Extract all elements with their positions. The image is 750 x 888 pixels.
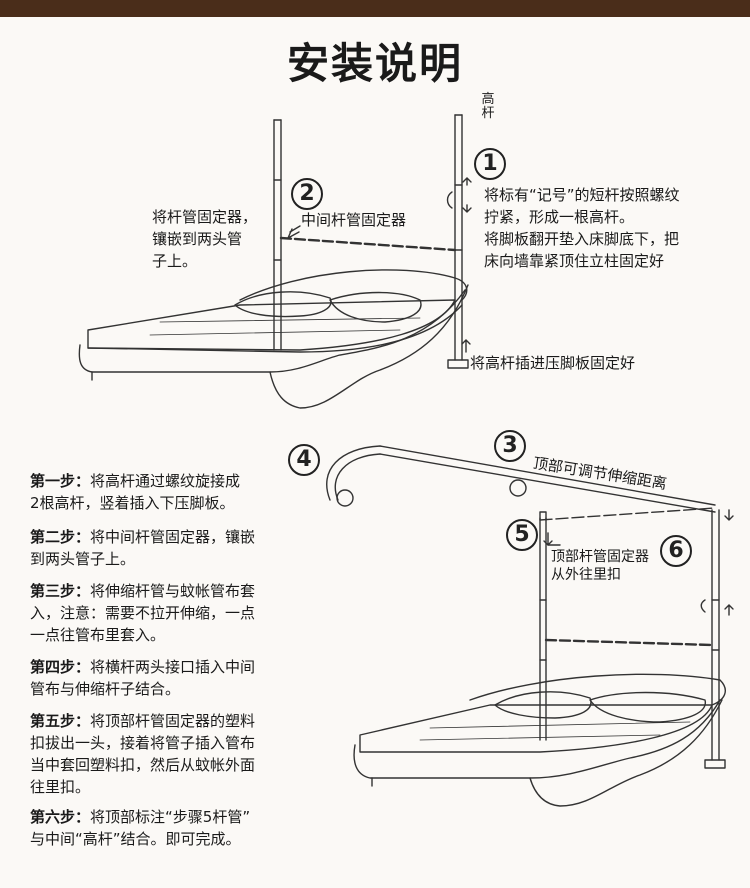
step-1-line-2: 2根高杆，竖着插入下压脚板。 <box>30 494 235 512</box>
step-number-2: 2 <box>291 178 323 210</box>
step-number-3: 3 <box>494 430 526 462</box>
step-1: 第一步：将高杆通过螺纹旋接成 2根高杆，竖着插入下压脚板。 <box>30 470 310 514</box>
step-5-line-1: 将顶部杆管固定器的塑料 <box>90 712 256 730</box>
footplate-note: 将高杆插进压脚板固定好 <box>470 354 636 372</box>
top-fixer-line-2: 从外往里扣 <box>551 567 621 583</box>
left-note-line-1: 将杆管固定器， <box>152 208 258 226</box>
top-bed-drawing <box>78 114 472 409</box>
step-number-4: 4 <box>288 444 320 476</box>
step-4-head: 第四步： <box>30 658 91 676</box>
right-note-line-1: 将标有“记号”的短杆按照螺纹 <box>484 186 680 204</box>
step-4-line-2: 管布与伸缩杆子结合。 <box>30 680 181 698</box>
page-title: 安装说明 <box>286 39 463 88</box>
left-note-line-3: 子上。 <box>152 252 198 270</box>
step-4: 第四步：将横杆两头接口插入中间 管布与伸缩杆子结合。 <box>30 656 310 700</box>
step-3-head: 第三步： <box>30 582 91 600</box>
step-2-line-2: 到两头管子上。 <box>30 550 136 568</box>
right-note-line-4: 床向墙靠紧顶住立柱固定好 <box>484 252 665 270</box>
left-note-line-2: 镶嵌到两头管 <box>152 230 243 248</box>
step-2: 第二步：将中间杆管固定器，镶嵌 到两头管子上。 <box>30 526 310 570</box>
right-note-line-2: 拧紧，形成一根高杆。 <box>484 208 635 226</box>
step-5-line-3: 当中套回塑料扣，然后从蚊帐外面 <box>30 756 256 774</box>
step-6: 第六步：将顶部标注“步骤5杆管” 与中间“高杆”结合。即可完成。 <box>30 806 310 850</box>
step-3-line-3: 一点往管布里套入。 <box>30 626 166 644</box>
step-number-1: 1 <box>474 148 506 180</box>
step-6-head: 第六步： <box>30 808 91 826</box>
middle-fixer-label: 中间杆管固定器 <box>301 211 407 229</box>
step-6-line-1: 将顶部标注“步骤5杆管” <box>90 808 251 826</box>
step-3: 第三步：将伸缩杆管与蚊帐管布套 入，注意：需要不拉开伸缩，一点 一点往管布里套入… <box>30 580 310 646</box>
step-3-line-2: 入，注意：需要不拉开伸缩，一点 <box>30 604 256 622</box>
step-2-line-1: 将中间杆管固定器，镶嵌 <box>90 528 256 546</box>
step-1-line-1: 将高杆通过螺纹旋接成 <box>90 472 241 490</box>
bottom-bed-drawing <box>326 445 734 807</box>
step-1-head: 第一步： <box>30 472 91 490</box>
step-number-6: 6 <box>660 535 692 567</box>
tall-pole-label: 高杆 <box>481 92 495 121</box>
step-5: 第五步：将顶部杆管固定器的塑料 扣拔出一头，接着将管子插入管布 当中套回塑料扣，… <box>30 710 310 798</box>
step-6-line-2: 与中间“高杆”结合。即可完成。 <box>30 830 241 848</box>
step-5-head: 第五步： <box>30 712 91 730</box>
top-header-bar <box>0 0 750 17</box>
top-fixer-line-1: 顶部杆管固定器 <box>551 549 649 565</box>
step-4-line-1: 将横杆两头接口插入中间 <box>90 658 256 676</box>
step-2-head: 第二步： <box>30 528 91 546</box>
right-note-line-3: 将脚板翻开垫入床脚底下，把 <box>484 230 680 248</box>
step-3-line-1: 将伸缩杆管与蚊帐管布套 <box>90 582 256 600</box>
step-number-5: 5 <box>506 519 538 551</box>
step-5-line-4: 往里扣。 <box>30 778 91 796</box>
step-5-line-2: 扣拔出一头，接着将管子插入管布 <box>30 734 256 752</box>
